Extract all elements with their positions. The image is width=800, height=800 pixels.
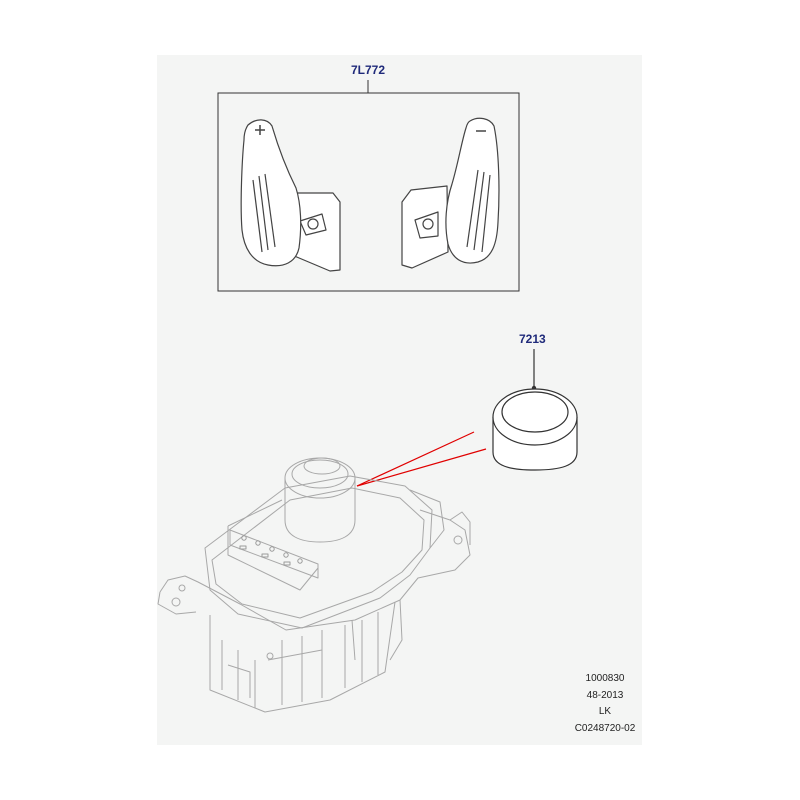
reference-block: 1000830 48-2013 LK C0248720-02	[560, 671, 650, 737]
gear-position-markers	[239, 535, 303, 566]
reference-line: 48-2013	[586, 689, 624, 701]
knob-leader-lines	[356, 431, 487, 487]
gear-selector-assembly	[157, 457, 471, 713]
right-shift-paddle	[401, 117, 500, 269]
paddle-part-number: 7L772	[351, 63, 386, 77]
knob-part-number: 7213	[519, 332, 546, 346]
paddle-callout-frame	[217, 80, 520, 292]
left-shift-paddle	[240, 119, 341, 272]
reference-line: C0248720-02	[574, 722, 636, 734]
reference-line: LK	[598, 706, 612, 717]
rotary-knob-part	[492, 349, 578, 471]
reference-line: 1000830	[585, 673, 625, 684]
